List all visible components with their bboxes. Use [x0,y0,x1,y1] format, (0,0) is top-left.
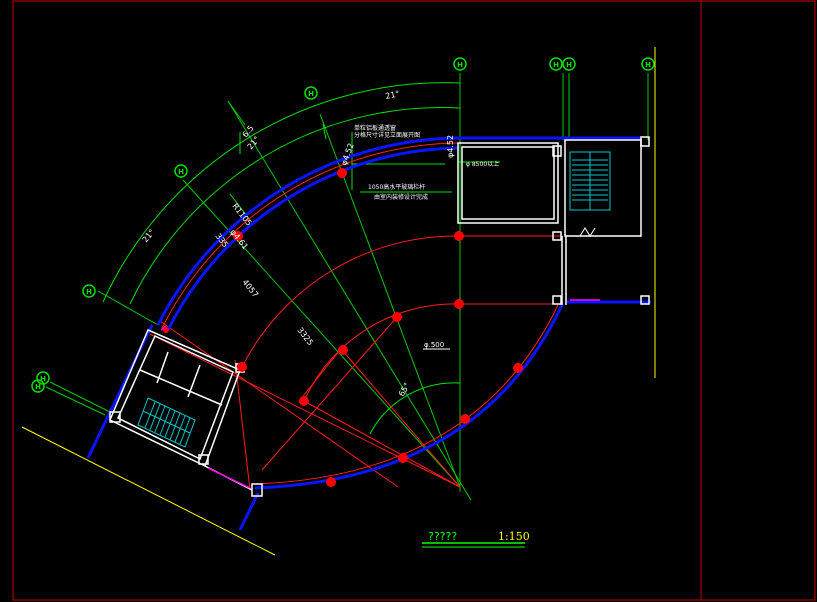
scale-bar-scale: 1:150 [498,530,530,543]
scale-bar: ????? 1:150 [422,530,530,548]
rooms-right [457,136,650,305]
dim-4057-label: 4057 [240,278,260,300]
axis-bubble: H [562,57,576,71]
boundary-lines [21,47,656,556]
dimension-arcs [102,82,500,435]
svg-text:H: H [35,383,41,391]
magenta-accents [160,299,600,489]
svg-text:H: H [566,61,572,69]
angle-top-label: 21° [385,89,401,101]
node [237,362,247,372]
stair-right [569,151,611,237]
red-grid [149,235,563,491]
node [299,396,309,406]
node [338,345,348,355]
drawing-frame [12,0,816,601]
grid-nodes [163,168,523,487]
note-top-2: 分格尺寸详见立面展开图 [354,131,420,139]
dim-phi-c-label: φ4.61 [228,228,249,252]
node [337,168,347,178]
axis-bubble: H [31,379,45,393]
axis-bubble: H [453,57,467,71]
svg-text:H: H [553,61,559,69]
rooms-left [109,329,263,497]
node [233,231,243,241]
svg-text:H: H [645,61,651,69]
axis-lines [45,73,649,501]
svg-text:H: H [308,90,314,98]
curved-walls-red-inner [161,142,559,485]
node [392,312,402,322]
axis-bubbles: H H H H H H H H [31,57,655,393]
note-mid-1: 1050高水平玻璃栏杆 [368,183,425,191]
axis-bubble: H [304,86,318,100]
node [513,363,523,373]
node [460,414,470,424]
axis-bubble: H [641,57,655,71]
svg-text:H: H [86,288,92,296]
node [163,327,169,333]
dim-phi-b-label: φ4.52 [446,135,455,158]
axis-bubble: H [549,57,563,71]
svg-text:H: H [457,61,463,69]
angle-left-label: 21° [141,228,157,245]
note-mid-2: 由室内装修设计完成 [374,193,428,201]
axis-bubble: H [174,164,188,178]
node [326,477,336,487]
dim-3325-label: 3325 [295,326,315,348]
node [454,231,464,241]
level-center: φ.500 [424,341,444,349]
svg-text:H: H [40,375,46,383]
stair-left [137,397,196,448]
scale-bar-title: ????? [428,530,457,543]
node [398,453,408,463]
angle-center-label: 65° [397,381,412,398]
annotations: 单粒铝板通透窗 分格尺寸详见立面展开图 1050高水平玻璃栏杆 由室内装修设计完… [354,124,499,350]
svg-text:H: H [178,168,184,176]
level-top: φ 8500以上 [466,160,499,168]
note-top-1: 单粒铝板通透窗 [354,124,396,132]
axis-bubble: H [82,284,96,298]
node [454,299,464,309]
